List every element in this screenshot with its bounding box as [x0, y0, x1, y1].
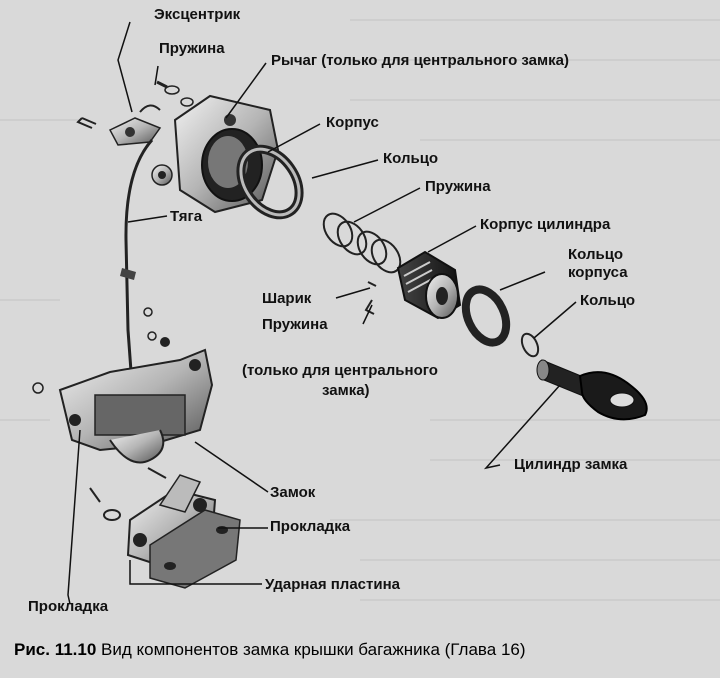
label-gasket-right: Прокладка — [270, 518, 351, 535]
label-lock-cylinder: Цилиндр замка — [514, 456, 628, 473]
rod-part — [120, 138, 154, 386]
housing-ring-part — [461, 285, 511, 347]
figure-caption: Рис. 11.10 Вид компонентов замка крышки … — [14, 640, 714, 660]
label-lever: Рычаг (только для центрального замка) — [271, 52, 569, 69]
label-ring-top: Кольцо — [383, 150, 439, 167]
label-lock: Замок — [270, 484, 316, 501]
label-cylinder-housing: Корпус цилиндра — [480, 216, 611, 233]
background-lines — [0, 19, 720, 601]
label-eccentric: Эксцентрик — [154, 6, 241, 23]
label-housing: Корпус — [326, 114, 379, 131]
lock-body-part — [32, 307, 214, 464]
leader-lines — [67, 21, 577, 605]
label-ball: Шарик — [262, 290, 312, 307]
lock-cylinder-part — [536, 359, 648, 421]
small-washers — [76, 80, 194, 129]
label-central-note-2: замка) — [322, 382, 370, 399]
label-housing-ring-2: корпуса — [568, 264, 628, 281]
label-striker-plate: Ударная пластина — [265, 576, 400, 593]
eccentric-part — [108, 104, 162, 146]
label-spring-ball: Пружина — [262, 316, 328, 333]
label-ring-small: Кольцо — [580, 292, 636, 309]
ball-spring-part — [364, 281, 377, 315]
small-ring-part — [520, 332, 540, 358]
striker-plate-part — [126, 474, 241, 589]
label-spring-top: Пружина — [159, 40, 225, 57]
figure-caption-text: Вид компонентов замка крышки багажника (… — [101, 640, 526, 659]
label-rod: Тяга — [170, 208, 203, 225]
label-gasket-left: Прокладка — [28, 598, 109, 615]
bolts-part — [89, 467, 167, 521]
ring-part — [236, 144, 304, 220]
figure-number: Рис. 11.10 — [14, 640, 97, 659]
spring-rings-part — [322, 212, 402, 274]
label-central-note-1: (только для центрального — [242, 362, 438, 379]
lock-housing-part — [151, 94, 280, 214]
label-spring-mid: Пружина — [425, 178, 491, 195]
label-housing-ring-1: Кольцо — [568, 246, 624, 263]
cylinder-housing-part — [396, 250, 462, 320]
